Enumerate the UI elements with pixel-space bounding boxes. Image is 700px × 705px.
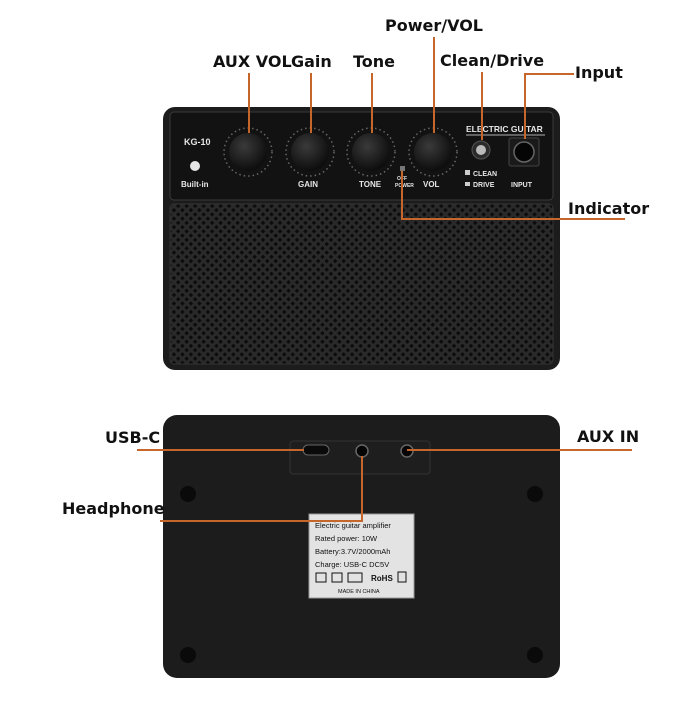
leader-aux-vol [248, 73, 250, 133]
spec-line-2: Rated power: 10W [315, 534, 378, 543]
gain-panel-label: GAIN [298, 180, 318, 189]
leader-input-h [524, 73, 574, 75]
leader-usb-c [137, 449, 304, 451]
callout-headphone: Headphone [62, 499, 165, 518]
rohs-mark: RoHS [371, 574, 393, 583]
gain-knob[interactable] [285, 127, 335, 177]
callout-clean-drive: Clean/Drive [440, 51, 545, 70]
leader-indicator-v [401, 171, 403, 219]
drive-label: DRIVE [473, 182, 495, 189]
spec-label: Electric guitar amplifier Rated power: 1… [308, 513, 415, 599]
spec-line-1: Electric guitar amplifier [315, 521, 391, 530]
tone-panel-label: TONE [359, 180, 382, 189]
weee-bin-icon [397, 571, 407, 583]
aux-vol-knob[interactable] [223, 127, 273, 177]
callout-aux-in: AUX IN [577, 427, 640, 446]
leader-tone [371, 73, 373, 133]
leader-power-vol [433, 37, 435, 133]
input-jack[interactable] [508, 137, 540, 167]
model-label: KG-10 [184, 137, 211, 147]
fc-mark-icon [331, 572, 343, 583]
callout-indicator: Indicator [568, 199, 650, 218]
callout-gain: Gain [291, 52, 332, 71]
power-label: POWER [395, 183, 414, 189]
clean-drive-button[interactable] [471, 140, 491, 160]
home-icon [315, 572, 327, 583]
leader-aux-in [407, 449, 632, 451]
foot-bottom-right [527, 647, 543, 663]
speaker-grille [169, 203, 554, 365]
leader-gain [310, 73, 312, 133]
callout-power-vol: Power/VOL [385, 16, 483, 35]
leader-headphone-v [361, 456, 363, 521]
usb-c-port[interactable] [302, 444, 330, 456]
vol-panel-label: VOL [423, 180, 440, 189]
leader-clean-drive [481, 72, 483, 140]
aux-in-jack[interactable] [400, 444, 414, 458]
leader-indicator-h [401, 218, 625, 220]
leader-headphone-h [160, 520, 363, 522]
clean-label: CLEAN [473, 171, 497, 178]
callout-tone: Tone [353, 52, 396, 71]
foot-bottom-left [180, 647, 196, 663]
spec-line-3: Battery:3.7V/2000mAh [315, 547, 390, 556]
indicator-led [400, 166, 405, 171]
spec-line-4: Charge: USB-C DC5V [315, 560, 389, 569]
bluetooth-icon [190, 161, 200, 171]
power-vol-knob[interactable] [408, 127, 458, 177]
leader-input-v [524, 73, 526, 139]
brand-label: ELECTRIC GUITAR [466, 124, 543, 134]
foot-top-right [527, 486, 543, 502]
tone-knob[interactable] [346, 127, 396, 177]
callout-usb-c: USB-C [105, 428, 161, 447]
ce-mark-icon [347, 572, 363, 583]
made-in-label: MADE IN CHINA [338, 589, 380, 595]
callout-aux-vol: AUX VOL [213, 52, 292, 71]
amp-rear: Electric guitar amplifier Rated power: 1… [163, 415, 560, 678]
callout-input: Input [575, 63, 623, 82]
amp-front: KG-10 Built-in GAIN TONE VOL [163, 107, 560, 370]
foot-top-left [180, 486, 196, 502]
input-panel-label: INPUT [511, 182, 533, 189]
builtin-label: Built-in [181, 180, 209, 189]
